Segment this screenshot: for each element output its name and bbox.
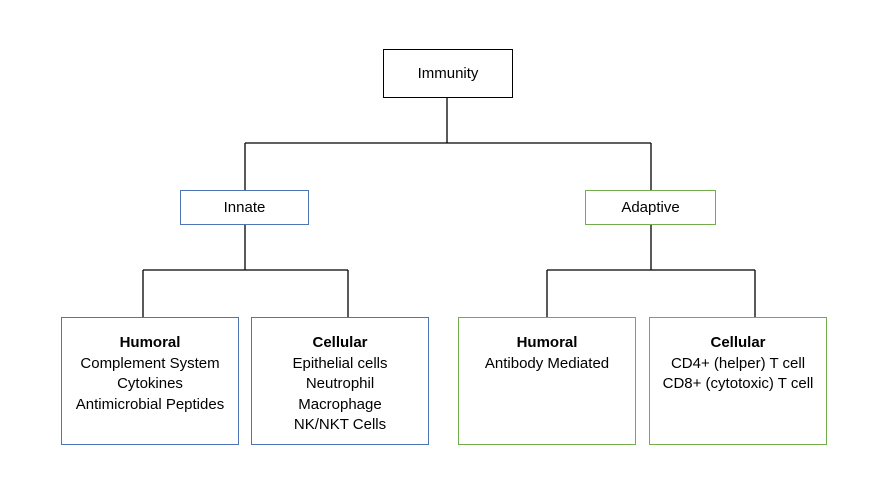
list-item: CD8+ (cytotoxic) T cell <box>662 375 814 392</box>
list-item: Neutrophil <box>305 375 375 392</box>
leaf-node-adaptive-cellular: Cellular CD4+ (helper) T cell CD8+ (cyto… <box>649 317 827 445</box>
leaf-item-list: Complement System Cytokines Antimicrobia… <box>62 354 238 416</box>
leaf-node-innate-humoral: Humoral Complement System Cytokines Anti… <box>61 317 239 445</box>
list-item: Cytokines <box>117 375 183 392</box>
branch-node-adaptive: Adaptive <box>585 190 716 225</box>
list-item: Epithelial cells <box>292 354 388 372</box>
leaf-title: Cellular <box>312 334 368 351</box>
leaf-item-list: Antibody Mediated <box>459 354 635 375</box>
leaf-title: Humoral <box>119 334 181 351</box>
list-item: Antimicrobial Peptides <box>75 395 225 413</box>
branch-node-innate: Innate <box>180 190 309 225</box>
leaf-title: Humoral <box>516 334 578 351</box>
root-node-label: Immunity <box>417 65 479 82</box>
leaf-node-adaptive-humoral: Humoral Antibody Mediated <box>458 317 636 445</box>
leaf-item-list: CD4+ (helper) T cell CD8+ (cytotoxic) T … <box>650 354 826 395</box>
leaf-title: Cellular <box>710 334 766 351</box>
leaf-node-innate-cellular: Cellular Epithelial cells Neutrophil Mac… <box>251 317 429 445</box>
leaf-item-list: Epithelial cells Neutrophil Macrophage N… <box>252 354 428 436</box>
list-item: NK/NKT Cells <box>293 416 387 433</box>
list-item: CD4+ (helper) T cell <box>670 354 806 372</box>
adaptive-node-label: Adaptive <box>621 199 680 216</box>
list-item: Antibody Mediated <box>484 354 610 372</box>
list-item: Macrophage <box>298 395 382 413</box>
root-node-immunity: Immunity <box>383 49 513 98</box>
innate-node-label: Innate <box>223 199 266 216</box>
list-item: Complement System <box>80 354 220 372</box>
